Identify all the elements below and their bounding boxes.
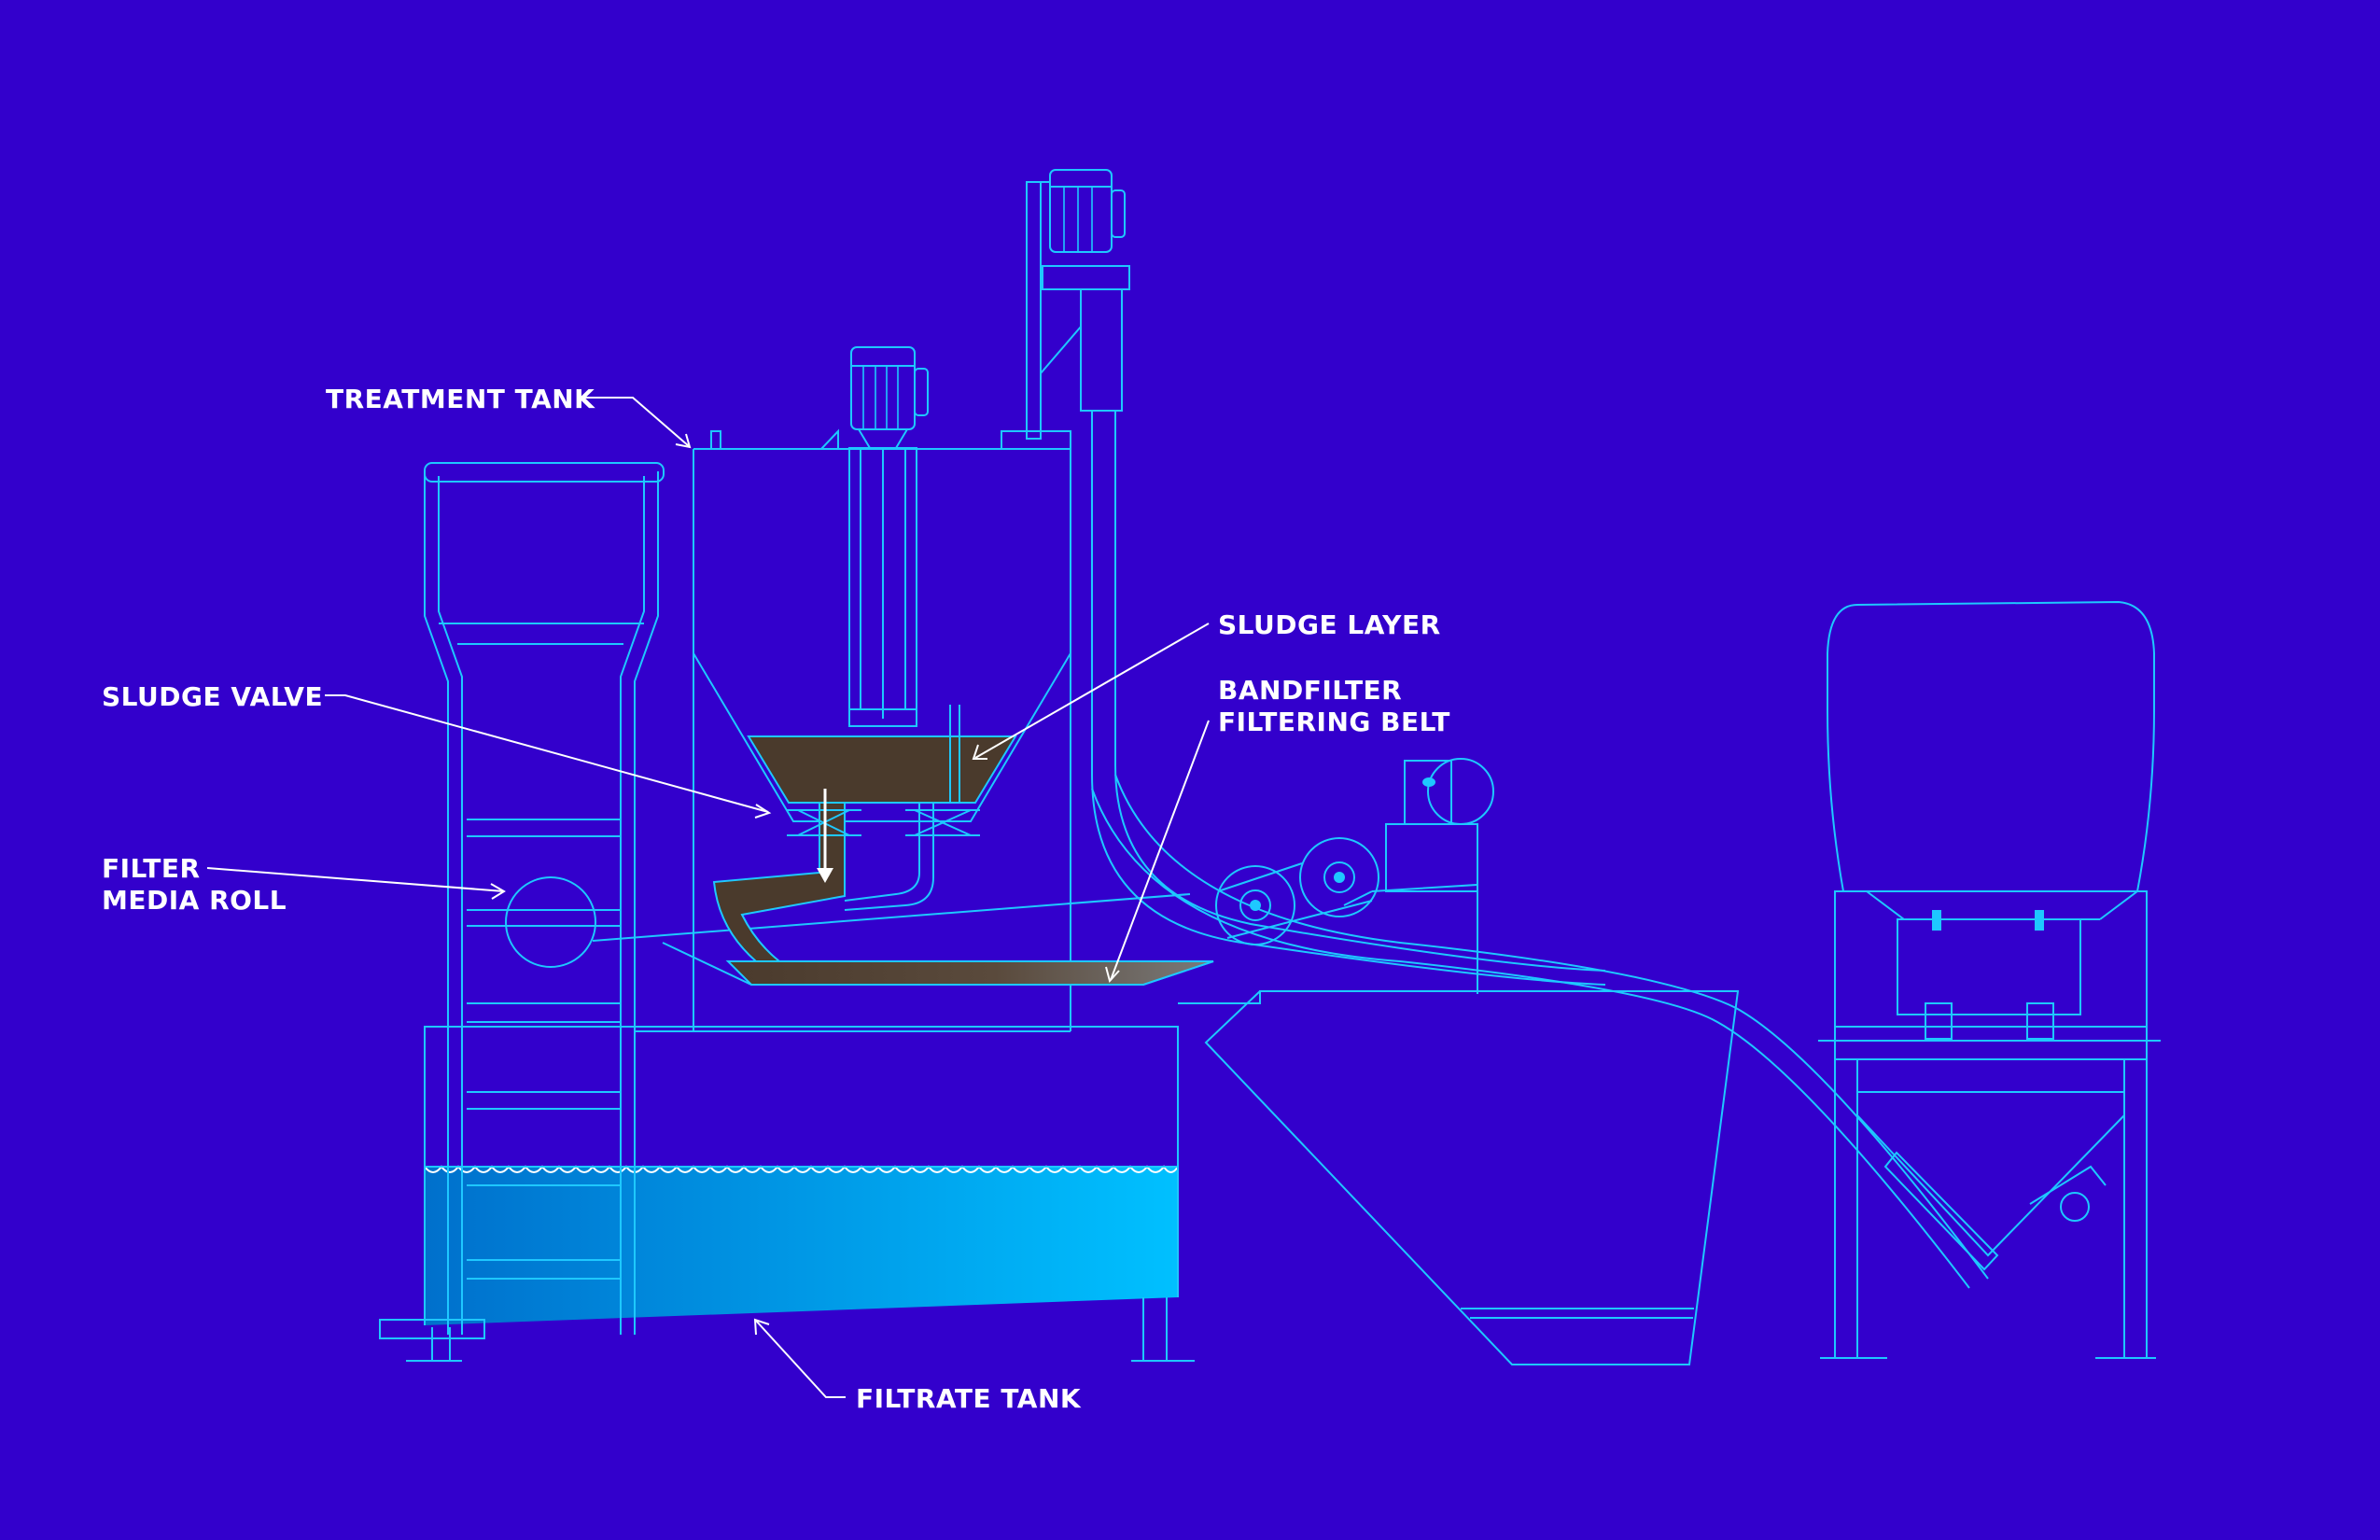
feed-pump bbox=[1026, 169, 1989, 1289]
label-filtrate-tank: FILTRATE TANK bbox=[753, 1318, 1082, 1414]
filter-media-label-line2: MEDIA ROLL bbox=[102, 885, 287, 916]
sludge-hopper bbox=[1178, 990, 1740, 1365]
filtrate-tank bbox=[379, 1026, 1195, 1362]
label-treatment-tank: TREATMENT TANK bbox=[326, 384, 692, 449]
sludge-valve-label: SLUDGE VALVE bbox=[102, 681, 323, 712]
label-bandfilter: BANDFILTER FILTERING BELT bbox=[1105, 675, 1450, 984]
filter-media-label-line1: FILTER bbox=[102, 853, 201, 884]
belt-drive bbox=[1215, 758, 1494, 994]
filter-media-frame bbox=[424, 462, 1191, 1335]
filtering-belt bbox=[725, 960, 1214, 986]
filter-media-roll bbox=[505, 876, 596, 968]
bandfilter-label-line2: FILTERING BELT bbox=[1218, 707, 1450, 737]
treatment-tank-label: TREATMENT TANK bbox=[326, 384, 595, 414]
sludge-layer bbox=[747, 735, 1017, 804]
bandfilter-label-line1: BANDFILTER bbox=[1218, 675, 1402, 706]
label-filter-media-roll: FILTER MEDIA ROLL bbox=[102, 853, 506, 916]
filtrate-tank-label: FILTRATE TANK bbox=[856, 1383, 1082, 1414]
sludge-valve-icon bbox=[787, 809, 980, 836]
ibc-container bbox=[1818, 600, 2161, 1359]
water-surface-waves bbox=[424, 1165, 1179, 1173]
label-sludge-valve: SLUDGE VALVE bbox=[102, 681, 772, 819]
sludge-layer-label: SLUDGE LAYER bbox=[1218, 609, 1441, 640]
label-sludge-layer: SLUDGE LAYER bbox=[972, 609, 1441, 760]
treatment-tank bbox=[635, 428, 1214, 1032]
mixer-motor bbox=[848, 346, 929, 727]
filtrate-water bbox=[425, 1167, 1178, 1325]
